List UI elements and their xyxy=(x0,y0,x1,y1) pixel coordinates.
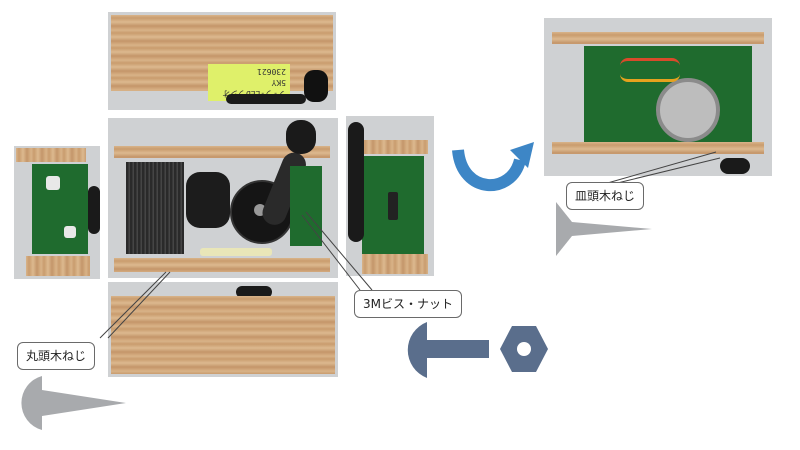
leader-line-bolt xyxy=(301,214,361,291)
wood-rail-bottom xyxy=(114,258,330,272)
photo-right-view xyxy=(544,18,772,176)
crank-knob xyxy=(286,120,316,154)
motor-right xyxy=(656,78,720,142)
callout-bolt-nut: 3Mビス・ナット xyxy=(354,290,462,318)
crank-side-right xyxy=(348,122,364,242)
crank-knob-top xyxy=(304,70,328,102)
rotate-arrow-icon xyxy=(452,149,526,191)
leader-line-flat-screw-2 xyxy=(596,151,717,187)
slide-switch xyxy=(388,192,398,220)
motor-housing xyxy=(186,172,230,228)
leader-line-round-screw-2 xyxy=(99,271,167,339)
wood-rail-right-top xyxy=(552,32,764,44)
pcb-left xyxy=(32,164,88,254)
rotate-arrow-head-icon xyxy=(510,142,534,168)
wood-rail-right-bottom xyxy=(552,142,764,154)
wood-rail-top xyxy=(114,146,330,158)
wood-panel-left-bottom xyxy=(26,256,90,276)
led-component-2 xyxy=(64,226,76,238)
photo-top-view: ソ-ラ-LEDラジオ 5KY 230621 xyxy=(108,12,336,110)
round-head-screw-icon xyxy=(21,376,42,430)
photo-right-side-view xyxy=(346,116,434,276)
nut-hole-icon xyxy=(517,342,531,356)
crank-side-left xyxy=(88,186,100,234)
battery xyxy=(200,248,272,256)
led-component xyxy=(46,176,60,190)
photo-center-view xyxy=(108,118,338,278)
leader-line-bolt-2 xyxy=(305,211,373,291)
bolt-head-icon xyxy=(407,322,427,378)
flat-head-screw-shaft-icon xyxy=(572,222,652,236)
photo-left-view xyxy=(14,146,100,279)
callout-flat-head-screw: 皿頭木ねじ xyxy=(566,182,645,210)
heatsink xyxy=(126,162,184,254)
crank-bottom xyxy=(236,286,272,298)
photo-bottom-view xyxy=(108,282,338,377)
wood-panel-side-top xyxy=(362,140,428,154)
wood-panel-side-bottom xyxy=(362,254,428,274)
flat-head-screw-icon xyxy=(556,202,572,256)
crank-handle-top xyxy=(226,94,306,104)
callout-round-head-screw: 丸頭木ねじ xyxy=(17,342,96,370)
crank-knob-right xyxy=(720,158,750,174)
bolt-shaft-icon xyxy=(427,340,489,358)
wood-panel-left-top xyxy=(16,148,86,162)
leader-line-round-screw xyxy=(107,271,171,339)
wires-right xyxy=(620,58,680,82)
wood-panel-bottom xyxy=(111,296,335,374)
round-head-screw-shaft-icon xyxy=(42,390,126,416)
pcb-center xyxy=(290,166,322,246)
leader-line-flat-screw xyxy=(604,157,721,187)
